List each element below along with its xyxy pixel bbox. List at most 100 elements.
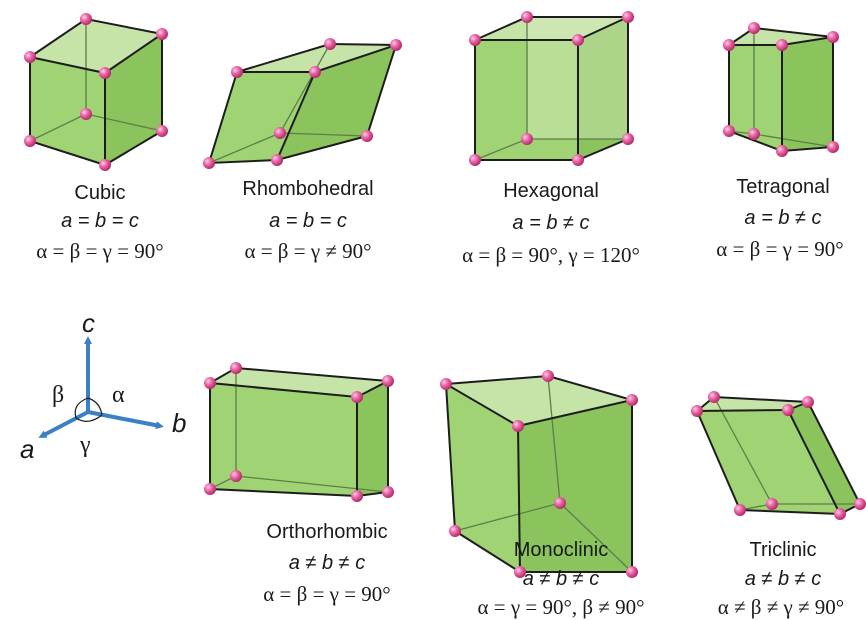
atom-icon <box>554 497 566 509</box>
orthorhombic-atoms <box>204 362 394 502</box>
system-name-orthorhombic: Orthorhombic <box>266 521 387 543</box>
hexagonal-atoms <box>469 11 634 166</box>
cubic-face-left <box>30 57 105 165</box>
atom-icon <box>521 11 533 23</box>
atom-icon <box>80 13 92 25</box>
rhombohedral-atoms <box>203 38 402 169</box>
lengths-cubic: a = b = c <box>61 210 139 232</box>
atom-icon <box>204 377 216 389</box>
monoclinic-cell <box>440 370 638 578</box>
triclinic-face-right <box>788 402 860 514</box>
lengths-triclinic: a ≠ b ≠ c <box>745 568 821 590</box>
gamma-arc <box>75 414 103 422</box>
alpha-arc <box>87 397 103 416</box>
atom-icon <box>723 39 735 51</box>
orthorhombic-face-right <box>357 381 388 496</box>
hexagonal-cell <box>469 11 634 166</box>
atom-icon <box>230 362 242 374</box>
atom-icon <box>24 51 36 63</box>
angles-hexagonal: α = β = 90°, γ = 120° <box>462 243 640 267</box>
atom-icon <box>324 38 336 50</box>
atom-icon <box>512 420 524 432</box>
atom-icon <box>351 490 363 502</box>
atom-icon <box>572 154 584 166</box>
angles-orthorhombic: α = β = γ = 90° <box>263 582 390 606</box>
hexagonal-face-right <box>578 17 628 160</box>
atom-icon <box>203 157 215 169</box>
atom-icon <box>469 34 481 46</box>
rhombohedral-back-edges <box>208 43 368 164</box>
triclinic-cell <box>691 391 866 520</box>
lengths-rhombohedral: a = b = c <box>269 210 347 232</box>
tetragonal-face-right <box>782 37 833 151</box>
system-name-hexagonal: Hexagonal <box>503 180 599 202</box>
rhombohedral-face-top <box>237 44 396 72</box>
atom-icon <box>440 378 452 390</box>
atom-icon <box>231 66 243 78</box>
atom-icon <box>776 145 788 157</box>
atom-icon <box>351 391 363 403</box>
lengths-orthorhombic: a ≠ b ≠ c <box>289 552 365 574</box>
b-axis-arrow-icon <box>87 410 164 430</box>
atom-icon <box>542 370 554 382</box>
tetragonal-face-front <box>729 45 782 151</box>
atom-icon <box>80 108 92 120</box>
orthorhombic-face-top <box>210 368 388 397</box>
a-axis-arrow-icon <box>38 410 89 438</box>
atom-icon <box>622 133 634 145</box>
angles-triclinic: α ≠ β ≠ γ ≠ 90° <box>718 595 844 619</box>
b-axis-label: b <box>172 408 186 438</box>
lengths-monoclinic: a ≠ b ≠ c <box>523 568 599 590</box>
atom-icon <box>827 31 839 43</box>
atom-icon <box>834 508 846 520</box>
triclinic-face-top <box>697 397 808 411</box>
axes-legend: c b a α β γ <box>20 308 186 464</box>
atom-icon <box>382 375 394 387</box>
alpha-label: α <box>112 382 125 408</box>
cubic-cell <box>24 13 168 171</box>
monoclinic-face-top <box>446 376 632 426</box>
atom-icon <box>572 34 584 46</box>
atom-icon <box>626 394 638 406</box>
atom-icon <box>827 141 839 153</box>
system-name-tetragonal: Tetragonal <box>736 176 829 198</box>
monoclinic-atoms <box>440 370 638 578</box>
atom-icon <box>156 125 168 137</box>
atom-icon <box>469 154 481 166</box>
angles-rhombohedral: α = β = γ ≠ 90° <box>244 239 371 263</box>
rhombohedral-cell <box>203 38 402 169</box>
atom-icon <box>24 135 36 147</box>
system-name-monoclinic: Monoclinic <box>514 539 608 561</box>
atom-icon <box>449 525 461 537</box>
atom-icon <box>748 22 760 34</box>
atom-icon <box>723 125 735 137</box>
atom-icon <box>626 566 638 578</box>
beta-arc <box>74 397 89 419</box>
angles-monoclinic: α = γ = 90°, β ≠ 90° <box>478 595 645 619</box>
triclinic-face-front <box>697 410 840 514</box>
cubic-atoms <box>24 13 168 171</box>
angles-tetragonal: α = β = γ = 90° <box>716 237 843 261</box>
atom-icon <box>734 504 746 516</box>
c-axis-label: c <box>82 308 95 338</box>
monoclinic-back-edges <box>454 375 633 573</box>
monoclinic-face-front <box>446 384 520 572</box>
atom-icon <box>514 566 526 578</box>
gamma-label: γ <box>79 432 91 458</box>
atom-icon <box>622 11 634 23</box>
atom-icon <box>782 404 794 416</box>
system-name-cubic: Cubic <box>74 182 125 204</box>
atom-icon <box>99 67 111 79</box>
system-name-rhombohedral: Rhombohedral <box>242 178 373 200</box>
orthorhombic-face-front <box>210 383 357 496</box>
lengths-hexagonal: a = b ≠ c <box>512 212 589 234</box>
cubic-face-right <box>105 34 162 165</box>
atom-icon <box>99 159 111 171</box>
atom-icon <box>274 127 286 139</box>
lengths-tetragonal: a = b ≠ c <box>744 207 821 229</box>
cubic-back-edges <box>29 19 163 142</box>
atom-icon <box>748 128 760 140</box>
atom-icon <box>382 486 394 498</box>
rhombohedral-face-front <box>209 72 315 163</box>
